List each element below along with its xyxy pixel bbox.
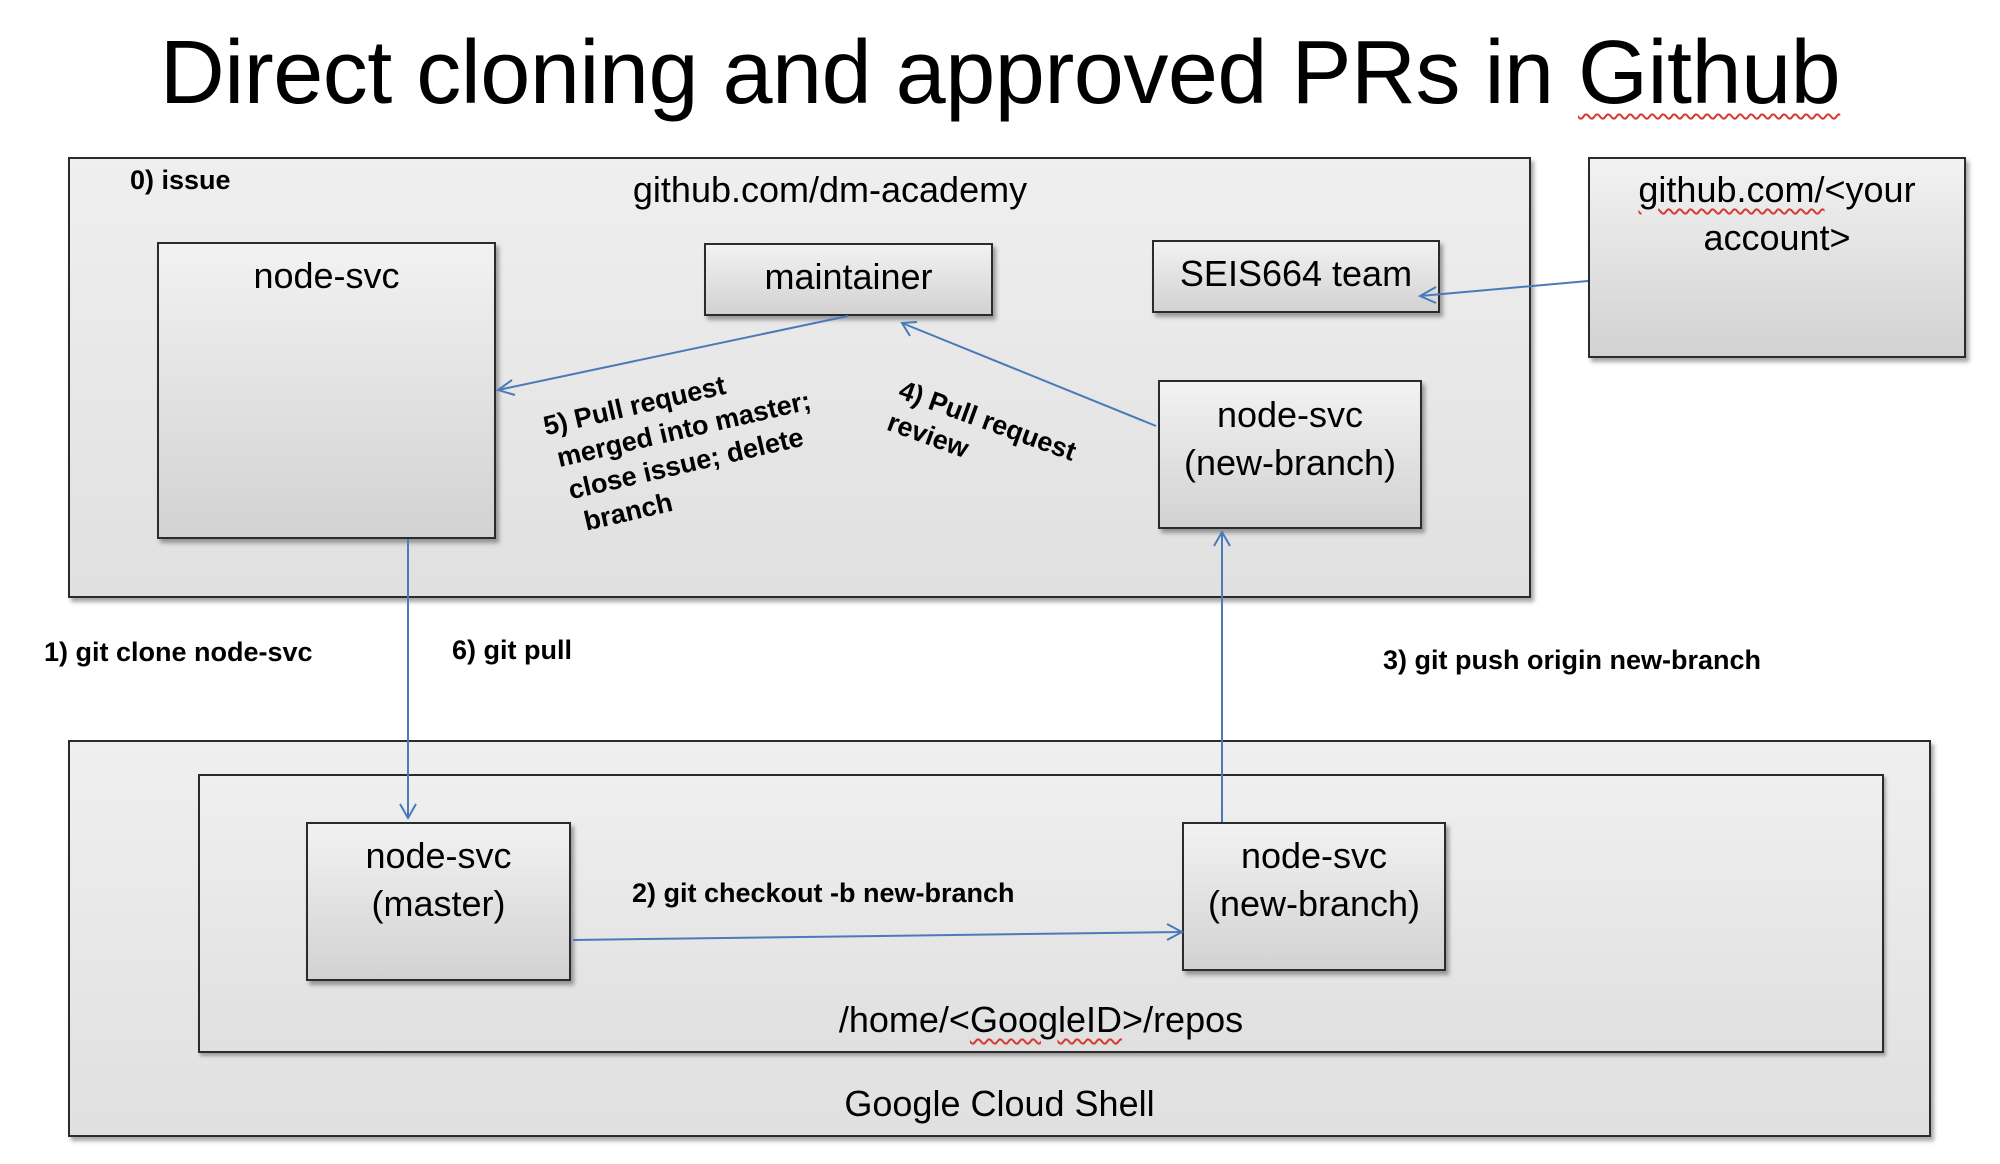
- maintainer-box: [704, 243, 993, 316]
- arrow-checkout: [572, 931, 1183, 941]
- remote-new-branch-label-line1: node-svc: [1216, 394, 1364, 435]
- local-new-branch-box: [1182, 822, 1446, 971]
- local-master-box: [306, 822, 571, 981]
- maintainer-label: maintainer: [764, 256, 933, 297]
- cloud-shell-label: Google Cloud Shell: [844, 1083, 1155, 1124]
- step1-git-clone-label: 1) git clone node-svc: [44, 637, 313, 667]
- arrow-maintainer-to-node-svc: [497, 315, 849, 391]
- step2-git-checkout-label: 2) git checkout -b new-branch: [632, 878, 1015, 908]
- step3-git-push-label: 3) git push origin new-branch: [1383, 645, 1761, 675]
- github-org-label: github.com/dm-academy: [632, 169, 1028, 210]
- title-github-word: Github: [1578, 23, 1841, 123]
- page-title: Direct cloning and approved PRs in Githu…: [159, 23, 1841, 123]
- arrow-account-to-team: [1419, 280, 1589, 297]
- remote-new-branch-label-line2: (new-branch): [1183, 442, 1397, 483]
- local-master-label-line2: (master): [371, 883, 506, 924]
- personal-account-label-line2: account>: [1703, 217, 1851, 258]
- step6-git-pull-label: 6) git pull: [452, 635, 572, 665]
- personal-account-domain: github.com/: [1638, 169, 1825, 210]
- personal-account-box: [1588, 157, 1966, 358]
- personal-account-label-line1: github.com/<your: [1638, 169, 1916, 210]
- remote-new-branch-box: [1158, 380, 1422, 529]
- node-svc-repo-box: [157, 242, 496, 539]
- local-new-branch-label-line1: node-svc: [1240, 835, 1388, 876]
- local-new-branch-label-line2: (new-branch): [1207, 883, 1421, 924]
- repos-googleid-word: GoogleID: [969, 999, 1123, 1040]
- team-label: SEIS664 team: [1179, 253, 1413, 294]
- node-svc-repo-label: node-svc: [253, 255, 400, 296]
- local-master-label-line1: node-svc: [365, 835, 512, 876]
- repos-path-label: /home/<GoogleID>/repos: [838, 999, 1244, 1040]
- team-box: [1152, 240, 1440, 313]
- step0-issue-label: 0) issue: [130, 165, 231, 195]
- arrow-new-branch-to-maintainer: [901, 322, 1157, 427]
